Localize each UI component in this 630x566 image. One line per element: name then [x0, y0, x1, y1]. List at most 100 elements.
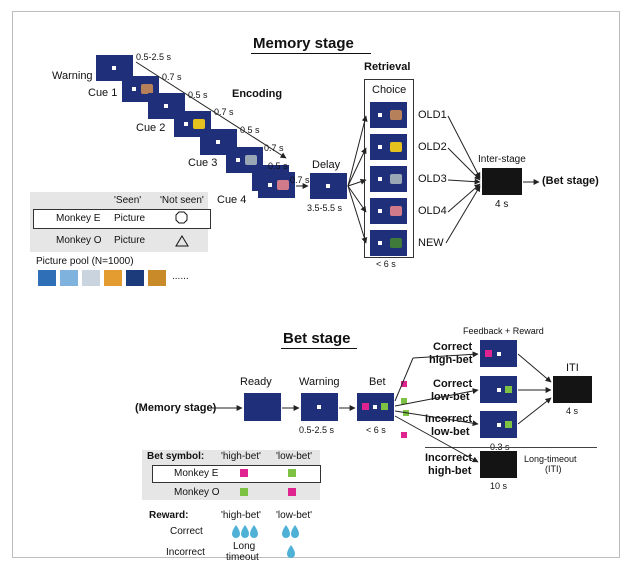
choice-old3-screen [370, 166, 407, 192]
delay-screen [310, 173, 347, 199]
warning-label: Warning [52, 70, 93, 82]
pool-ellipsis: ...... [172, 271, 189, 282]
choice-label: Choice [372, 84, 407, 96]
bet-time: < 6 s [366, 425, 386, 435]
legend-not-seen: 'Not seen' [160, 195, 204, 206]
reward-incorrect: Incorrect [166, 547, 205, 558]
incorrect-low-screen [480, 411, 517, 438]
legend-picture-e: Picture [114, 213, 146, 224]
long-timeout-label: Long-timeout [524, 454, 577, 464]
cue4-picture-icon [277, 180, 289, 190]
time-gap2: 0.5 s [240, 125, 260, 135]
iti-label: ITI [566, 362, 579, 374]
picture-pool-label: Picture pool (N=1000) [36, 256, 134, 267]
memory-stage-link: (Memory stage) [135, 402, 217, 414]
time-cue4: 0.7 s [290, 175, 310, 185]
delay-label: Delay [312, 159, 341, 171]
reward-long-2: timeout [226, 552, 259, 563]
inter-stage-screen [482, 168, 522, 195]
choice-label-old3: OLD3 [418, 173, 447, 185]
ready-label: Ready [240, 376, 272, 388]
choice-label-new: NEW [418, 237, 444, 249]
outcome-2-l1: Correct [433, 378, 473, 390]
bet-stage-link: (Bet stage) [542, 175, 599, 187]
outcome-4-l1: Incorrect [425, 452, 473, 464]
bet-stage-title: Bet stage [283, 330, 351, 347]
monkey-o-low-symbol [288, 488, 296, 496]
branch-marker-1 [401, 381, 407, 387]
legend-monkey-e: Monkey E [56, 213, 101, 224]
old4-picture-icon [390, 206, 402, 216]
bet-symbol-monkey-o: Monkey O [174, 487, 220, 498]
cue4-screen [258, 172, 295, 198]
feedback-green-2 [505, 421, 512, 428]
choice-time: < 6 s [376, 259, 396, 269]
bet-symbol-high: 'high-bet' [221, 451, 261, 462]
reward-long-1: Long [233, 541, 256, 552]
outcome-3-l2: low-bet [431, 426, 470, 438]
monkey-e-low-symbol [288, 469, 296, 477]
pool-picture-4 [104, 270, 122, 286]
ready-screen [244, 393, 281, 421]
long-timeout-iti: (ITI) [545, 464, 562, 474]
monkey-o-high-symbol [240, 488, 248, 496]
cue3-picture-icon [245, 155, 257, 165]
bet-warning-screen [301, 393, 338, 421]
outcome-2-l2: low-bet [431, 391, 470, 403]
choice-old2-screen [370, 134, 407, 160]
bet-symbol-low: 'low-bet' [276, 451, 313, 462]
cue1-label: Cue 1 [88, 87, 118, 99]
time-cue3: 0.7 s [264, 143, 284, 153]
memory-stage-title: Memory stage [253, 35, 354, 52]
bet-label: Bet [369, 376, 386, 388]
bet-title-underline [281, 348, 357, 349]
cue2-picture-icon [193, 119, 205, 129]
choice-label-old4: OLD4 [418, 205, 447, 217]
time-cue1: 0.7 s [162, 72, 182, 82]
old3-picture-icon [390, 174, 402, 184]
reward-high: 'high-bet' [221, 510, 261, 521]
iti-time: 4 s [566, 406, 579, 416]
legend-monkey-o: Monkey O [56, 235, 102, 246]
pool-picture-2 [60, 270, 78, 286]
outcome-4-l2: high-bet [428, 465, 472, 477]
outcome-1-l1: Correct [433, 341, 473, 353]
delay-time: 3.5-5.5 s [307, 203, 343, 213]
octagon-icon [175, 211, 188, 224]
bet-symbol-label: Bet symbol: [147, 451, 205, 462]
long-timeout-time: 10 s [490, 481, 508, 491]
figure-frame [12, 11, 620, 558]
branch-marker-3 [403, 410, 409, 416]
pool-picture-3 [82, 270, 100, 286]
bet-magenta-symbol [362, 403, 369, 410]
cue2-label: Cue 2 [136, 122, 166, 134]
long-timeout-screen [480, 451, 517, 478]
bet-screen [357, 393, 394, 421]
iti-screen [553, 376, 592, 403]
choice-old1-screen [370, 102, 407, 128]
feedback-green-1 [505, 386, 512, 393]
time-warning: 0.5-2.5 s [136, 52, 172, 62]
legend-picture-o: Picture [114, 235, 146, 246]
legend-seen: 'Seen' [114, 195, 142, 206]
encoding-label: Encoding [232, 88, 283, 100]
time-cue2: 0.7 s [214, 107, 234, 117]
pool-picture-5 [126, 270, 144, 286]
feedback-label: Feedback + Reward [463, 326, 544, 336]
correct-low-screen [480, 376, 517, 403]
retrieval-label: Retrieval [364, 61, 411, 73]
bet-warning-time: 0.5-2.5 s [299, 425, 335, 435]
outcome-3-l1: Incorrect [425, 413, 473, 425]
triangle-icon [175, 234, 189, 247]
monkey-e-high-symbol [240, 469, 248, 477]
reward-label: Reward: [149, 510, 189, 521]
old2-picture-icon [390, 142, 402, 152]
inter-stage-label: Inter-stage [478, 154, 526, 165]
bet-symbol-monkey-e: Monkey E [174, 468, 219, 479]
bet-warning-label: Warning [299, 376, 340, 388]
correct-high-screen [480, 340, 517, 367]
choice-old4-screen [370, 198, 407, 224]
time-gap1: 0.5 s [188, 90, 208, 100]
inter-stage-time: 4 s [495, 199, 509, 210]
reward-correct: Correct [170, 526, 203, 537]
